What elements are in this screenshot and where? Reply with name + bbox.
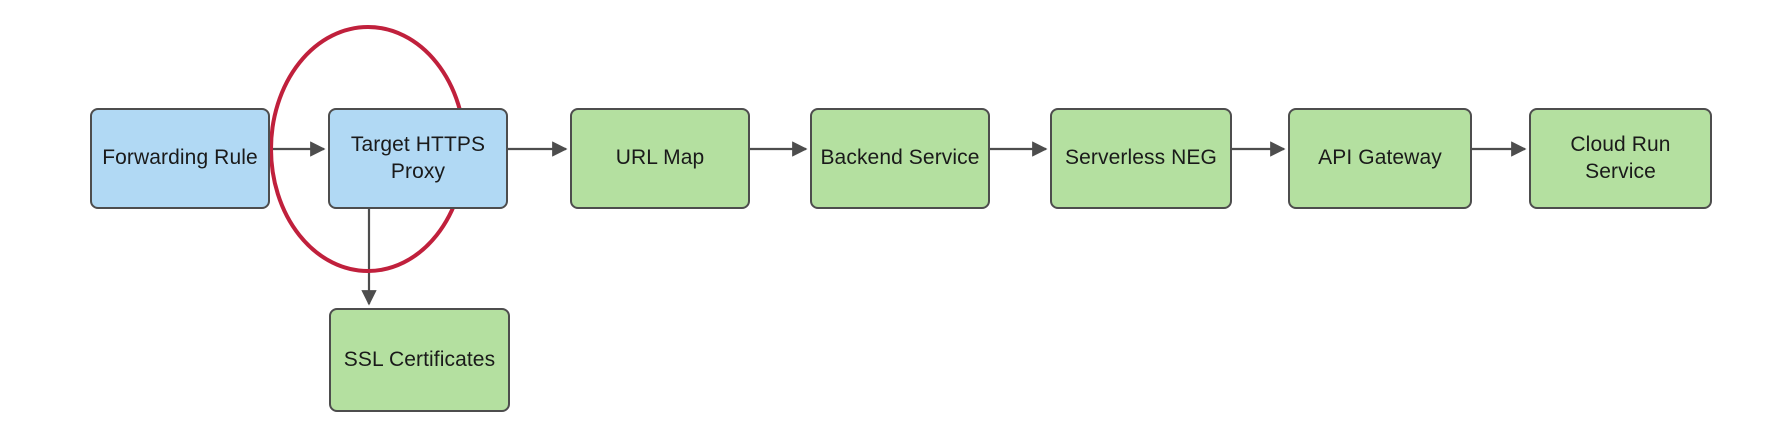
- node-backend-service[interactable]: Backend Service: [810, 108, 990, 209]
- node-ssl-certificates[interactable]: SSL Certificates: [329, 308, 510, 412]
- node-serverless-neg[interactable]: Serverless NEG: [1050, 108, 1232, 209]
- node-forwarding-rule[interactable]: Forwarding Rule: [90, 108, 270, 209]
- node-api-gateway[interactable]: API Gateway: [1288, 108, 1472, 209]
- node-target-https-proxy[interactable]: Target HTTPS Proxy: [328, 108, 508, 209]
- node-url-map[interactable]: URL Map: [570, 108, 750, 209]
- node-cloud-run-service[interactable]: Cloud Run Service: [1529, 108, 1712, 209]
